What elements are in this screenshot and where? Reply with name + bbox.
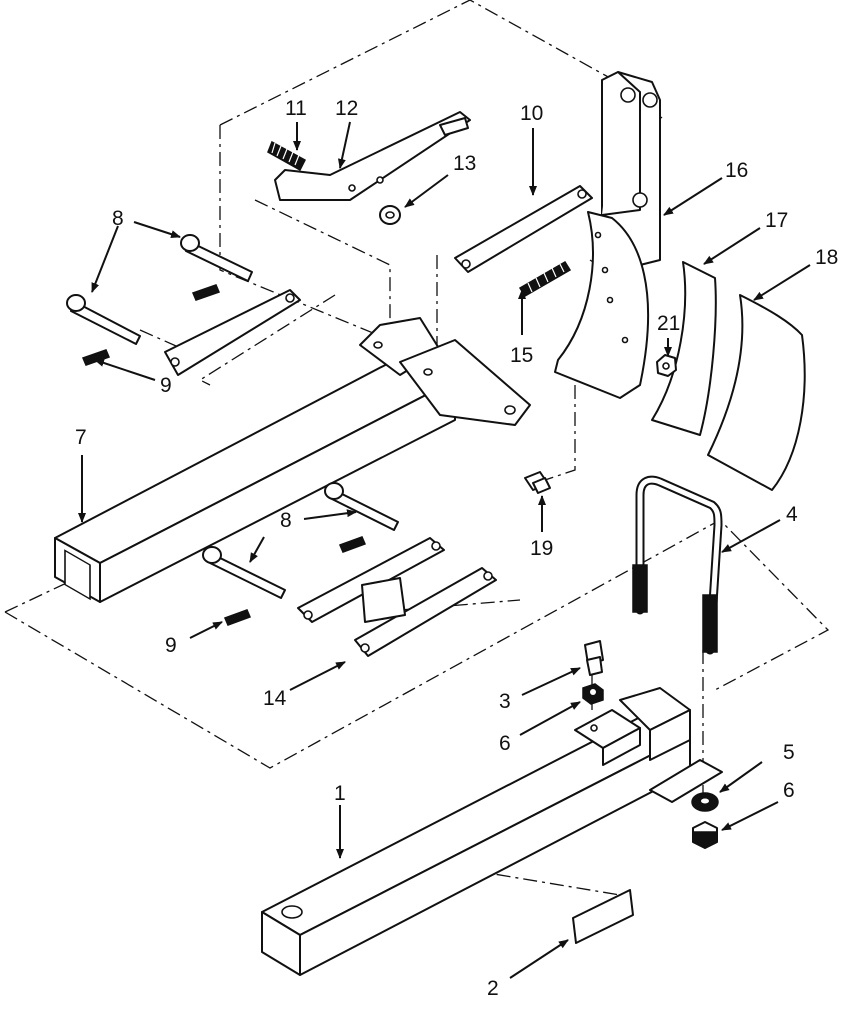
beam-tube-part-7	[54, 317, 531, 603]
link-plate-upper	[164, 289, 301, 376]
set-screw-part-9-lower	[223, 536, 367, 626]
shank-part-16	[554, 71, 661, 399]
pin-part-8-lower	[202, 482, 399, 599]
washer-part-13	[379, 205, 401, 225]
callout-2: 2	[487, 977, 499, 1000]
bracket-part-12	[274, 111, 471, 201]
bolt-part-19	[524, 471, 551, 494]
callout-12: 12	[335, 97, 358, 120]
pin-part-8-upper	[66, 234, 253, 345]
callout-15: 15	[510, 344, 533, 367]
callout-4: 4	[786, 503, 798, 526]
callout-8: 8	[112, 207, 124, 230]
nut-part-6-upper	[582, 683, 604, 705]
spring-part-15	[518, 260, 572, 298]
u-bolt-part-4	[632, 475, 723, 655]
decal-part-2	[572, 889, 634, 944]
base-tube-part-1	[261, 687, 723, 976]
callout-21: 21	[657, 312, 680, 335]
callout-17: 17	[765, 209, 788, 232]
bolt-part-3	[584, 640, 604, 676]
callout-11: 11	[285, 97, 307, 120]
callout-labels: 1 2 3 4 5 6 6 7 8 8 9 9 10 11 12 13 14 1…	[75, 97, 838, 1000]
callout-7: 7	[75, 426, 87, 449]
sweep-part-17	[651, 261, 717, 436]
callout-6: 6	[783, 779, 795, 802]
callout-arrows	[78, 121, 811, 979]
callout-19: 19	[530, 537, 553, 560]
callout-6: 6	[499, 732, 511, 755]
nut-part-21	[656, 354, 677, 377]
callout-9: 9	[165, 634, 177, 657]
link-part-10	[454, 185, 593, 273]
callout-16: 16	[725, 159, 748, 182]
callout-3: 3	[499, 690, 511, 713]
callout-10: 10	[520, 102, 543, 125]
callout-8: 8	[280, 509, 292, 532]
callout-14: 14	[263, 687, 287, 710]
washer-part-5	[691, 792, 719, 812]
callout-13: 13	[453, 152, 476, 175]
callout-5: 5	[783, 741, 795, 764]
nut-part-6-lower	[692, 821, 718, 849]
sweep-part-18	[707, 294, 806, 491]
link-assembly-part-14	[297, 537, 497, 657]
callout-1: 1	[334, 782, 346, 805]
callout-18: 18	[815, 246, 838, 269]
spring-part-11	[267, 140, 306, 172]
callout-9: 9	[160, 374, 172, 397]
set-screw-part-9-upper	[81, 284, 221, 366]
